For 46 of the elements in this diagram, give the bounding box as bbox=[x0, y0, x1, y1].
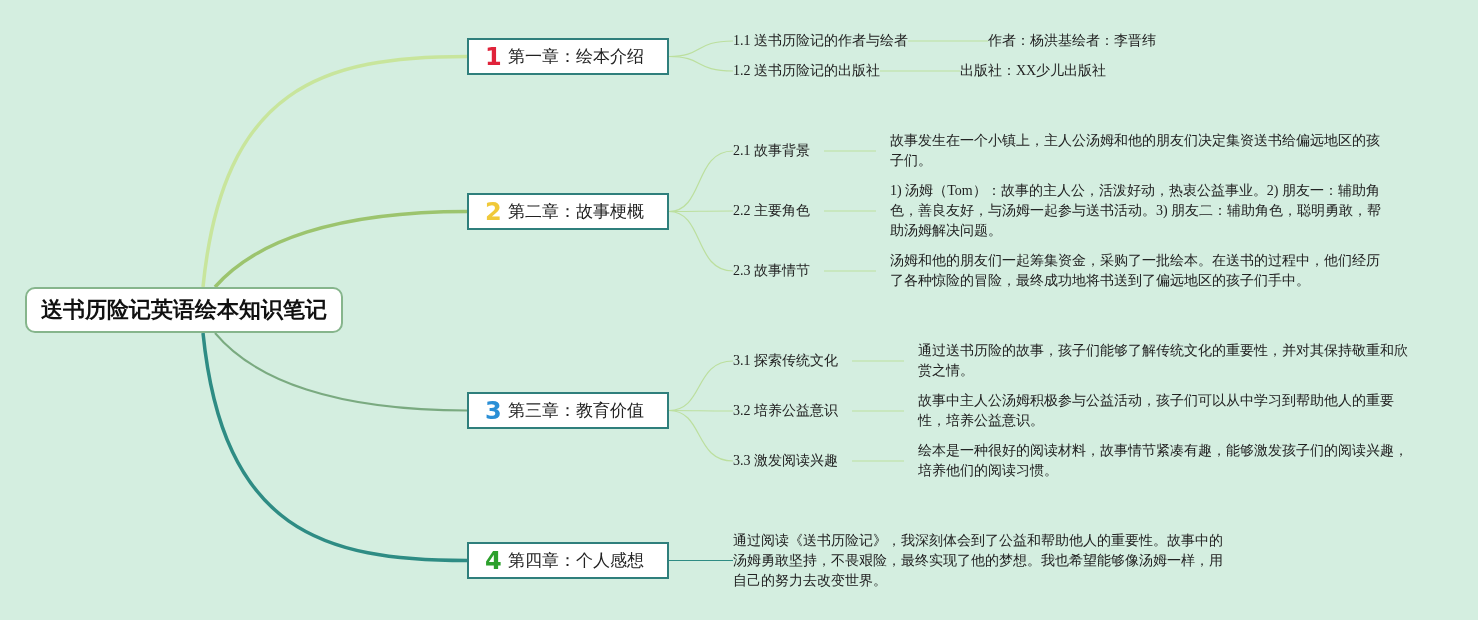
connector-line bbox=[201, 54, 468, 288]
note-text: 通过送书历险的故事，孩子们能够了解传统文化的重要性，并对其保持敬重和欣赏之情。 bbox=[918, 341, 1418, 381]
subtopic-label: 1.2 送书历险记的出版社 bbox=[733, 61, 880, 81]
note-text: 通过阅读《送书历险记》，我深刻体会到了公益和帮助他人的重要性。故事中的汤姆勇敢坚持，不畏艰险，最终实现了他的梦想。我也希望能够像汤姆一样，用自己的努力去改变世界。 bbox=[733, 531, 1228, 591]
number-marker: 2 bbox=[485, 199, 502, 224]
subtopic-label: 出版社：XX少儿出版社 bbox=[960, 61, 1107, 81]
number-marker: 3 bbox=[485, 398, 502, 423]
subtopic-label: 2.2 主要角色 bbox=[733, 201, 810, 221]
connector-line bbox=[823, 270, 877, 272]
chapter-title: 第一章：绘本介绍 bbox=[507, 45, 644, 68]
topic-box bbox=[467, 193, 669, 230]
topic-box bbox=[467, 38, 669, 75]
connector-line bbox=[823, 210, 877, 212]
note-text: 故事发生在一个小镇上，主人公汤姆和他的朋友们决定集资送书给偏远地区的孩子们。 bbox=[890, 131, 1390, 171]
topic-box bbox=[467, 392, 669, 429]
note-text: 故事中主人公汤姆积极参与公益活动，孩子们可以从中学习到帮助他人的重要性，培养公益意识。 bbox=[918, 391, 1408, 431]
connector-line bbox=[668, 559, 734, 562]
subtopic-label: 2.3 故事情节 bbox=[733, 261, 810, 281]
connector-line bbox=[879, 70, 961, 72]
note-text: 汤姆和他的朋友们一起筹集资金，采购了一批绘本。在送书的过程中，他们经历了各种惊险的冒险，最终成功地将书送到了偏远地区的孩子们手中。 bbox=[890, 251, 1390, 291]
subtopic-label: 1.1 送书历险记的作者与绘者 bbox=[733, 31, 908, 51]
subtopic-label: 作者：杨洪基绘者：李晋纬 bbox=[988, 31, 1156, 51]
subtopic-label: 3.3 激发阅读兴趣 bbox=[733, 451, 838, 471]
connector-line bbox=[668, 210, 734, 272]
chapter-title: 第三章：教育价值 bbox=[507, 399, 644, 422]
central-topic: 送书历险记英语绘本知识笔记 bbox=[25, 287, 343, 333]
connector-line bbox=[907, 40, 989, 42]
connector-line bbox=[851, 410, 905, 412]
connector-line bbox=[851, 460, 905, 462]
connector-line bbox=[201, 332, 468, 563]
topic-box bbox=[467, 542, 669, 579]
connector-line bbox=[668, 55, 734, 72]
connector-line bbox=[213, 209, 468, 289]
connector-line bbox=[851, 360, 905, 362]
note-text: 绘本是一种很好的阅读材料，故事情节紧凑有趣，能够激发孩子们的阅读兴趣，培养他们的阅读习惯。 bbox=[918, 441, 1413, 481]
chapter-title: 第四章：个人感想 bbox=[507, 549, 644, 572]
note-text: 1) 汤姆（Tom）：故事的主人公，活泼好动，热衷公益事业。2) 朋友一：辅助角色，善良友好，与汤姆一起参与送书活动。3) 朋友二：辅助角色，聪明勇敢，帮助汤姆解决问题。 bbox=[890, 181, 1390, 241]
number-marker: 1 bbox=[485, 44, 502, 69]
connector-line bbox=[823, 150, 877, 152]
number-marker: 4 bbox=[485, 548, 502, 573]
connector-line bbox=[668, 409, 734, 462]
subtopic-label: 3.2 培养公益意识 bbox=[733, 401, 838, 421]
subtopic-label: 3.1 探索传统文化 bbox=[733, 351, 838, 371]
subtopic-label: 2.1 故事背景 bbox=[733, 141, 810, 161]
chapter-title: 第二章：故事梗概 bbox=[507, 200, 644, 223]
connector-line bbox=[214, 332, 468, 412]
